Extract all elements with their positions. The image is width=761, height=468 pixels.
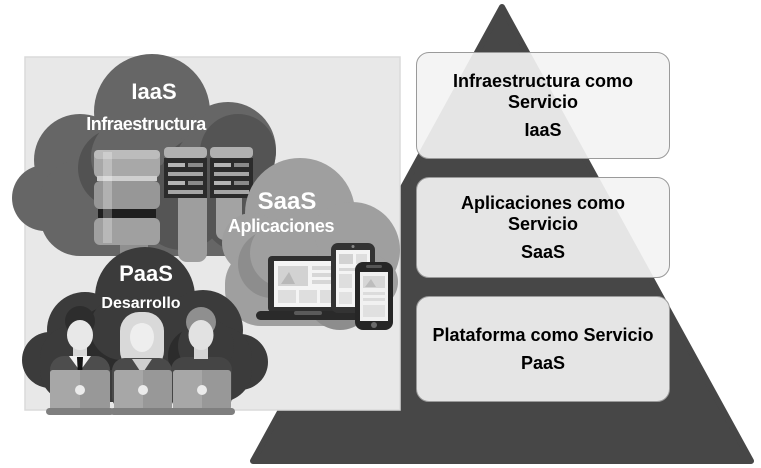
pyramid-level-saas: Aplicaciones como Servicio SaaS [416,177,670,278]
pyramid-level-acronym: PaaS [520,352,566,373]
saas-cloud-label: Aplicaciones [228,216,335,236]
pyramid-level-acronym: SaaS [520,241,566,262]
responsive-devices-icon [256,243,393,330]
pyramid-level-paas: Plataforma como Servicio PaaS [416,296,670,402]
paas-cloud-label: Desarrollo [101,295,180,312]
saas-cloud-acronym: SaaS [258,188,317,215]
pyramid-level-acronym: IaaS [524,119,562,140]
pyramid-level-title: Aplicaciones como Servicio [460,192,626,234]
iaas-cloud-label: Infraestructura [86,114,207,134]
laptop-icon-1 [46,370,114,415]
iaas-cloud-acronym: IaaS [131,79,176,104]
pyramid-level-title: Infraestructura como Servicio [452,70,634,112]
developers-laptops-icon [46,306,235,415]
laptop-icon-3 [169,370,235,415]
server-rack-icon [164,147,253,262]
paas-cloud-acronym: PaaS [119,261,173,286]
laptop-icon-2 [110,370,176,415]
pyramid-level-iaas: Infraestructura como Servicio IaaS [416,52,670,159]
pyramid-level-title: Plataforma como Servicio [432,324,654,345]
